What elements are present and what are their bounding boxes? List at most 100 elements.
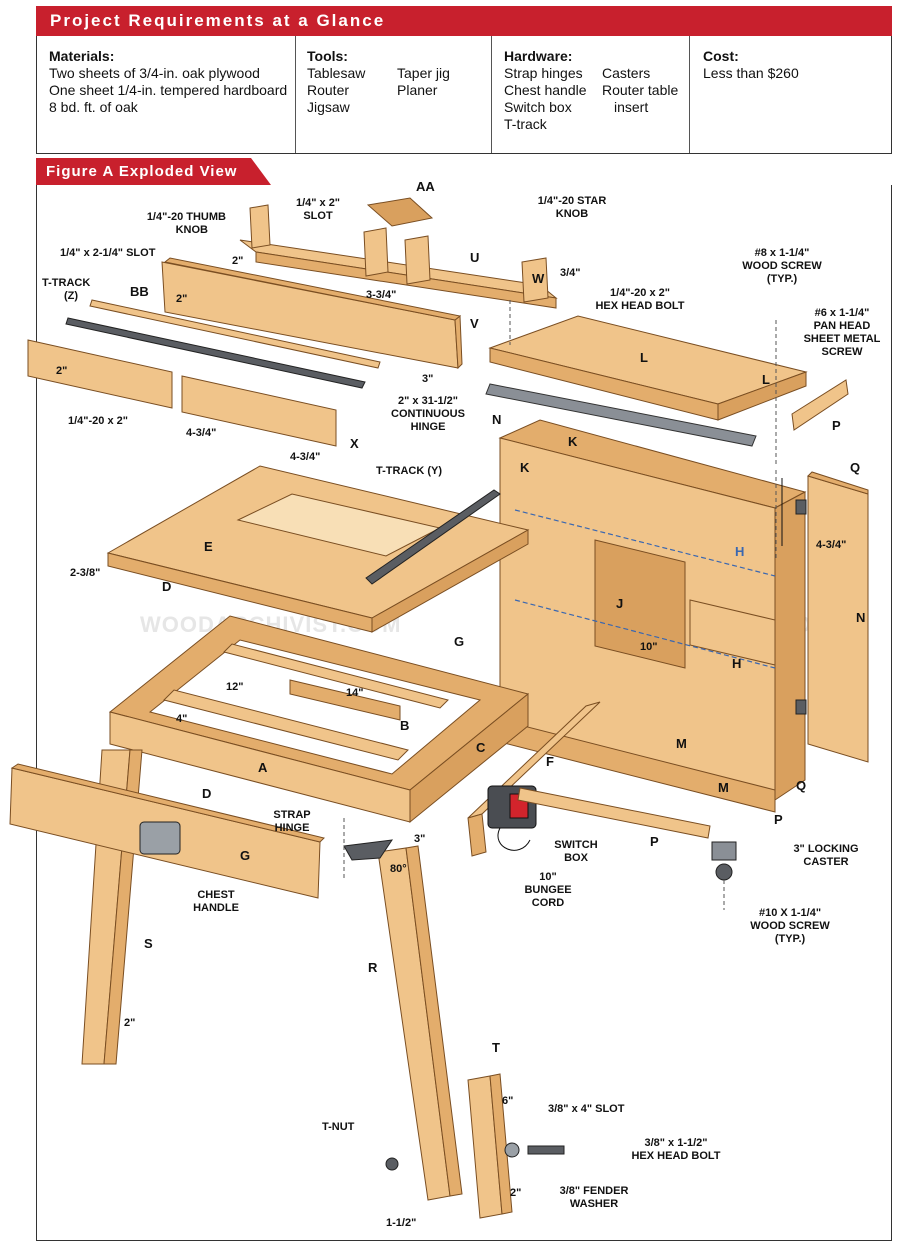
- dimension: 6": [502, 1095, 513, 1107]
- router-plate-aa: [366, 197, 434, 227]
- locking-caster: [711, 841, 737, 881]
- fence-base-u: [239, 204, 558, 309]
- hardware-heading: Hardware:: [504, 48, 573, 64]
- tool-item: Planer: [397, 82, 438, 98]
- leg-t: [467, 1073, 513, 1219]
- cost-column: Cost: Less than $260: [703, 48, 799, 82]
- sub-fence-x-left: [27, 339, 173, 409]
- dimension: 2": [232, 255, 243, 267]
- dimension: 2-3/8": [70, 567, 100, 579]
- dimension: 14": [346, 687, 363, 699]
- part-label: G: [454, 634, 464, 649]
- part-label: P: [650, 834, 659, 849]
- materials-heading: Materials:: [49, 48, 115, 64]
- part-label: K: [520, 460, 530, 475]
- dimension: 4-3/4": [816, 539, 846, 551]
- hardware-item: Strap hinges: [504, 65, 583, 81]
- part-label: H: [735, 544, 744, 559]
- router-table-top-e: [106, 465, 530, 633]
- part-label: M: [676, 736, 687, 751]
- t-track-z: [65, 317, 366, 389]
- part-label: F: [546, 754, 554, 769]
- dimension: 3": [422, 373, 433, 385]
- cabinet-door-n: [795, 471, 869, 763]
- dimension: 1-1/2": [386, 1217, 416, 1229]
- part-label: W: [532, 271, 545, 286]
- callout-slot-2-1-4: 1/4" x 2-1/4" SLOT: [60, 247, 156, 259]
- part-label: B: [400, 718, 409, 733]
- callout-hex-bolt-3-8: 3/8" x 1-1/2"HEX HEAD BOLT: [631, 1137, 720, 1162]
- table-frame: [108, 615, 530, 824]
- part-label: E: [204, 539, 213, 554]
- dimension: 3-3/4": [366, 289, 396, 301]
- continuous-hinge: [485, 383, 757, 447]
- callout-slot-1-4x2: 1/4" x 2"SLOT: [296, 197, 340, 222]
- t-track-y: [365, 489, 501, 585]
- hardware-item: Router table: [602, 82, 679, 98]
- requirements-table: Materials: Two sheets of 3/4-in. oak ply…: [36, 36, 892, 154]
- figure-frame: [36, 185, 892, 1241]
- part-label: H: [732, 656, 741, 671]
- part-label: T: [492, 1040, 500, 1055]
- part-label: S: [144, 936, 153, 951]
- dimension: 2": [176, 293, 187, 305]
- callout-wood-screw-10: #10 X 1-1/4"WOOD SCREW(TYP.): [750, 907, 830, 945]
- part-label: R: [368, 960, 378, 975]
- part-label: L: [640, 350, 648, 365]
- dimension: 2": [124, 1017, 135, 1029]
- tools-column-2: Taper jig Planer: [397, 65, 450, 99]
- dimension: 3/4": [560, 267, 581, 279]
- dimension: 2": [510, 1187, 521, 1199]
- callout-slot-3-8x4: 3/8" x 4" SLOT: [548, 1103, 625, 1115]
- callout-t-track-z: T-TRACK(Z): [42, 277, 90, 302]
- materials-line: One sheet 1/4-in. tempered hardboard: [49, 82, 288, 98]
- leg-r: [377, 845, 463, 1201]
- dimension: 80°: [390, 863, 407, 875]
- leg-hardware: [385, 1142, 565, 1171]
- column-divider: [689, 36, 690, 153]
- hardware-column: Hardware: Strap hinges Chest handle Swit…: [504, 48, 587, 133]
- part-label: P: [832, 418, 841, 433]
- fence-strip-bb: [89, 299, 381, 369]
- column-divider: [491, 36, 492, 153]
- cost-value: Less than $260: [703, 65, 799, 81]
- part-label: BB: [130, 284, 149, 299]
- hardware-column-2: Casters Router table insert: [602, 65, 678, 116]
- callout-bolt-1-4-20: 1/4"-20 x 2": [68, 415, 128, 427]
- tool-item: Tablesaw: [307, 65, 366, 81]
- part-label: G: [240, 848, 250, 863]
- panel-p-small: [791, 379, 849, 431]
- part-label: Q: [850, 460, 860, 475]
- cabinet-body: [498, 419, 807, 813]
- part-label: AA: [416, 179, 435, 194]
- panel-g-front: [9, 763, 325, 899]
- dimension: 10": [640, 641, 657, 653]
- part-label: M: [718, 780, 729, 795]
- hardware-item: Switch box: [504, 99, 572, 115]
- part-label: P: [774, 812, 783, 827]
- sub-fence-x-right: [181, 375, 337, 447]
- dimension: 3": [414, 833, 425, 845]
- figure-title: Figure A Exploded View: [36, 158, 273, 185]
- tool-item: Taper jig: [397, 65, 450, 81]
- tool-item: Jigsaw: [307, 99, 350, 115]
- cost-heading: Cost:: [703, 48, 739, 64]
- part-label: D: [202, 786, 211, 801]
- hardware-item: insert: [614, 99, 649, 115]
- materials-line: 8 bd. ft. of oak: [49, 99, 138, 115]
- dimension: 12": [226, 681, 243, 693]
- part-label: U: [470, 250, 479, 265]
- fence-face-v: [161, 257, 463, 370]
- part-label: L: [762, 372, 770, 387]
- requirements-header: Project Requirements at a Glance: [36, 6, 892, 36]
- part-label: A: [258, 760, 268, 775]
- hardware-item: Chest handle: [504, 82, 587, 98]
- tools-column: Tools: Tablesaw Router Jigsaw: [307, 48, 365, 116]
- part-label: N: [856, 610, 865, 625]
